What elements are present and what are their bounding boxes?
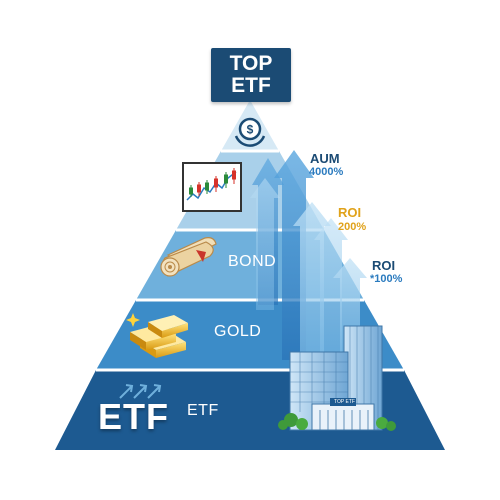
metric-roi-name-2: ROI <box>372 258 396 273</box>
stock-chart-icon <box>182 162 242 212</box>
upward-arrows-icon <box>250 150 367 360</box>
top-etf-badge: TOP ETF <box>211 48 291 102</box>
tier-label-etf: ETF <box>187 402 219 419</box>
top-badge-line1: TOP <box>229 52 273 75</box>
metric-roi-name-1: ROI <box>338 205 362 220</box>
tier-label-gold: GOLD <box>214 323 262 340</box>
office-buildings-icon <box>278 325 396 431</box>
gold-bars-icon <box>126 313 188 358</box>
svg-text:$: $ <box>247 123 254 137</box>
metric-aum-value: 4000% <box>309 166 344 178</box>
tier-label-bond: BOND <box>228 253 277 270</box>
metric-roi-value-1: 200% <box>338 221 367 233</box>
dollar-coin-icon: $ <box>234 117 266 147</box>
etf-emblem: ETF <box>98 396 169 437</box>
metric-roi-value-2: *100% <box>370 273 403 285</box>
etf-arrows-icon <box>119 384 162 399</box>
bond-scroll-icon <box>160 237 217 277</box>
top-badge-line2: ETF <box>231 74 271 97</box>
building-sign: TOP ETF <box>334 399 355 405</box>
metric-aum-name: AUM <box>310 151 340 166</box>
